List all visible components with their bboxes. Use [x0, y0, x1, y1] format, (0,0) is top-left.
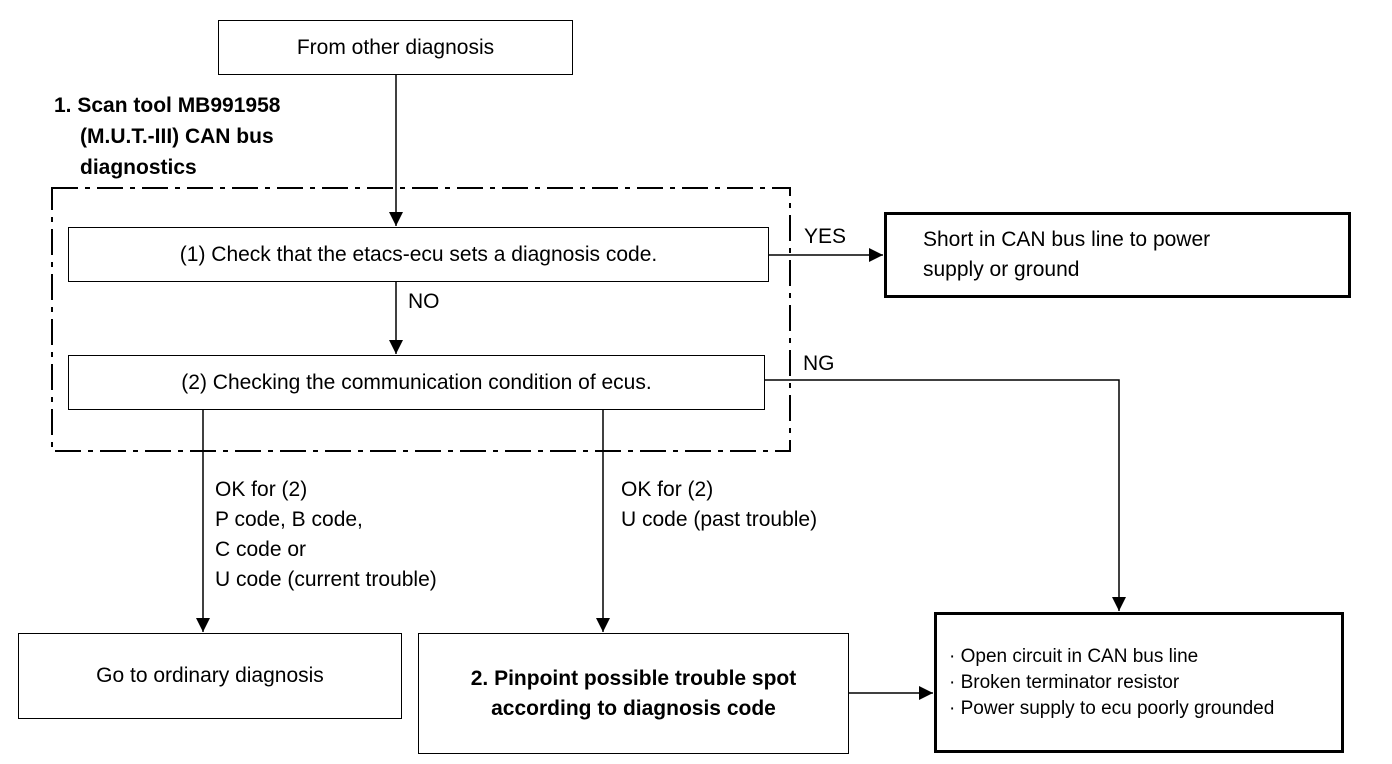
short-result-line-1: Short in CAN bus line to power	[923, 228, 1211, 251]
ordinary-diagnosis-label: Go to ordinary diagnosis	[96, 664, 324, 687]
causes-box: Open circuit in CAN bus line Broken term…	[934, 612, 1344, 753]
ok-left-label: OK for (2) P code, B code, C code or U c…	[215, 475, 437, 595]
ok-left-line-3: C code or	[215, 538, 307, 561]
pinpoint-line-1: 2. Pinpoint possible trouble spot	[470, 666, 797, 690]
ok-mid-line-2: U code (past trouble)	[621, 508, 818, 531]
section1-dashed-frame	[51, 187, 791, 452]
pinpoint-box: 2. Pinpoint possible trouble spot accord…	[418, 633, 849, 754]
cause-item: Open circuit in CAN bus line	[949, 644, 1274, 670]
step1-box-label: (1) Check that the etacs-ecu sets a diag…	[179, 242, 658, 266]
cause-item: Broken terminator resistor	[949, 670, 1274, 696]
step1-box: (1) Check that the etacs-ecu sets a diag…	[68, 227, 769, 282]
ok-left-line-4: U code (current trouble)	[215, 568, 437, 591]
cause-item: Power supply to ecu poorly grounded	[949, 696, 1275, 722]
section1-title-line-3: diagnostics	[80, 156, 197, 179]
section1-title-line-2: (M.U.T.-III) CAN bus	[80, 125, 274, 148]
ng-label: NG	[803, 352, 835, 375]
short-result-box: Short in CAN bus line to power supply or…	[884, 212, 1351, 298]
ordinary-diagnosis-box: Go to ordinary diagnosis	[18, 633, 402, 719]
step2-box-label: (2) Checking the communication condition…	[181, 370, 652, 394]
short-result-line-2: supply or ground	[923, 258, 1080, 281]
no-label: NO	[408, 290, 440, 313]
ok-left-line-2: P code, B code,	[215, 508, 363, 531]
section1-title: 1. Scan tool MB991958 (M.U.T.-III) CAN b…	[54, 90, 280, 183]
ok-left-line-1: OK for (2)	[215, 478, 308, 501]
yes-label: YES	[804, 225, 847, 248]
ok-mid-line-1: OK for (2)	[621, 478, 714, 501]
arrow-step2-ng	[764, 379, 1126, 611]
step2-box: (2) Checking the communication condition…	[68, 355, 765, 410]
start-box: From other diagnosis	[218, 20, 573, 75]
causes-list: Open circuit in CAN bus line Broken term…	[949, 644, 1275, 722]
pinpoint-line-2: according to diagnosis code	[491, 696, 776, 720]
start-box-label: From other diagnosis	[296, 35, 495, 59]
section1-title-line-1: 1. Scan tool MB991958	[54, 94, 281, 117]
ok-mid-label: OK for (2) U code (past trouble)	[621, 475, 817, 535]
